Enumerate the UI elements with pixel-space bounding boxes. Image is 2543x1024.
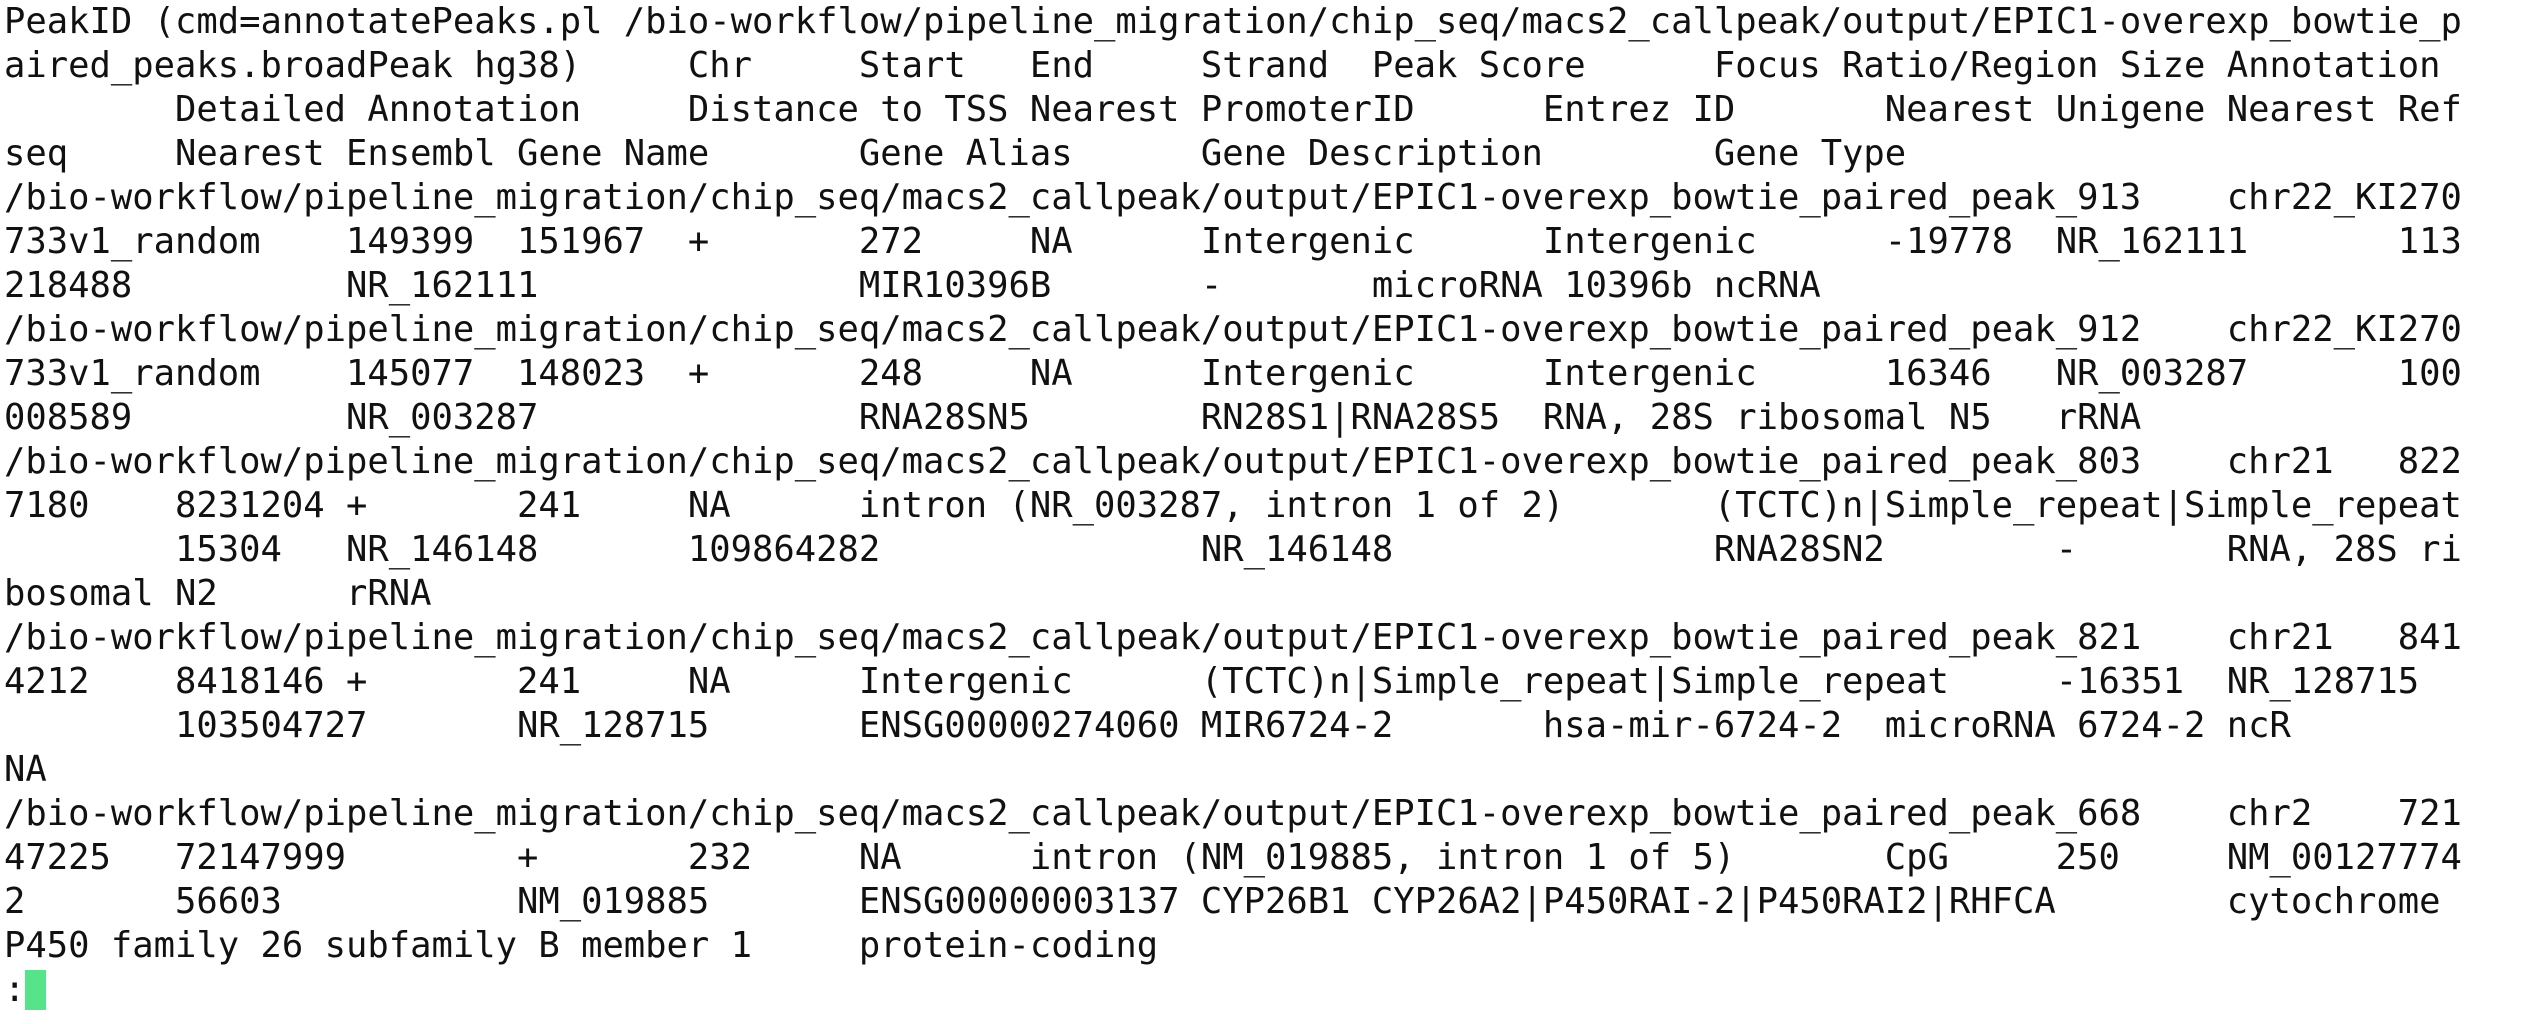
terminal-line-5: /bio-workflow/pipeline_migration/chip_se… (4, 177, 2462, 218)
terminal-line-10: 008589 NR_003287 RNA28SN5 RN28S1|RNA28S5… (4, 397, 2142, 438)
pager-prompt-symbol: : (4, 969, 26, 1010)
terminal-line-13: 15304 NR_146148 109864282 NR_146148 RNA2… (4, 529, 2462, 570)
terminal-line-16: 4212 8418146 + 241 NA Intergenic (TCTC)n… (4, 661, 2420, 702)
terminal-line-12: 7180 8231204 + 241 NA intron (NR_003287,… (4, 485, 2462, 526)
terminal-line-18: NA (4, 749, 47, 790)
terminal-line-15: /bio-workflow/pipeline_migration/chip_se… (4, 617, 2462, 658)
terminal-line-7: 218488 NR_162111 MIR10396B - microRNA 10… (4, 265, 1821, 306)
terminal-line-6: 733v1_random 149399 151967 + 272 NA Inte… (4, 221, 2462, 262)
terminal-line-3: Detailed Annotation Distance to TSS Near… (4, 89, 2462, 130)
terminal-output: PeakID (cmd=annotatePeaks.pl /bio-workfl… (4, 0, 2543, 968)
terminal-line-17: 103504727 NR_128715 ENSG00000274060 MIR6… (4, 705, 2291, 746)
terminal-line-4: seq Nearest Ensembl Gene Name Gene Alias… (4, 133, 1907, 174)
terminal-line-11: /bio-workflow/pipeline_migration/chip_se… (4, 441, 2462, 482)
terminal-line-19: /bio-workflow/pipeline_migration/chip_se… (4, 793, 2462, 834)
text-cursor (25, 970, 47, 1010)
terminal-line-1: PeakID (cmd=annotatePeaks.pl /bio-workfl… (4, 1, 2462, 42)
terminal-line-22: P450 family 26 subfamily B member 1 prot… (4, 925, 1159, 966)
terminal-line-20: 47225 72147999 + 232 NA intron (NM_01988… (4, 837, 2462, 878)
terminal-line-21: 2 56603 NM_019885 ENSG00000003137 CYP26B… (4, 881, 2441, 922)
terminal-line-2: aired_peaks.broadPeak hg38) Chr Start En… (4, 45, 2441, 86)
pager-prompt[interactable]: : (4, 968, 2543, 1012)
terminal-line-8: /bio-workflow/pipeline_migration/chip_se… (4, 309, 2462, 350)
terminal-line-9: 733v1_random 145077 148023 + 248 NA Inte… (4, 353, 2462, 394)
terminal-line-14: bosomal N2 rRNA (4, 573, 432, 614)
